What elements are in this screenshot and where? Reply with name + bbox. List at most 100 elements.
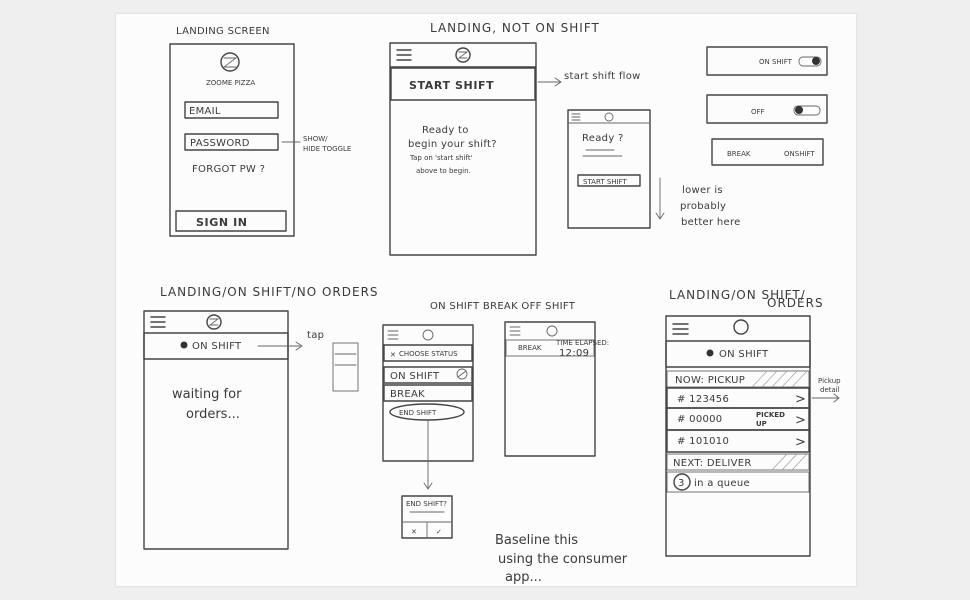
break-phone-frame <box>504 321 596 457</box>
next-deliver-header <box>666 453 810 471</box>
pickup-detail-note-1: Pickup <box>818 377 841 385</box>
lower-note-2: probably <box>680 201 726 212</box>
end-shift-option-label: END SHIFT <box>399 409 437 417</box>
on-shift-toggle[interactable] <box>706 46 828 76</box>
on-shift-option-label: ON SHIFT <box>390 371 440 382</box>
orders-on-shift-label: ON SHIFT <box>719 349 769 360</box>
no-orders-phone-frame <box>143 310 289 550</box>
ready-line-2: begin your shift? <box>408 139 497 150</box>
now-pickup-label: NOW: PICKUP <box>675 375 745 386</box>
break-status-bar[interactable] <box>505 339 595 357</box>
dialog-confirm-icon[interactable]: ✓ <box>436 528 442 536</box>
selected-check-icon <box>456 368 468 380</box>
alt-menu-icon <box>571 113 581 121</box>
end-shift-dialog-title: END SHIFT? <box>406 500 447 508</box>
show-hide-note-1: SHOW/ <box>303 135 328 143</box>
toggle-off-label: OFF <box>751 108 765 116</box>
logo-icon <box>455 47 471 63</box>
footnote-line-1: Baseline this <box>495 533 578 548</box>
menu-icon <box>387 330 399 340</box>
heading-landing-not-on-shift: LANDING, NOT ON SHIFT <box>430 21 600 35</box>
orders-phone-frame <box>665 315 811 557</box>
logo-icon <box>422 329 434 341</box>
sign-in-button[interactable] <box>175 210 287 232</box>
queue-count-badge <box>673 473 691 491</box>
ready-line-3: Tap on 'start shift' <box>409 154 473 162</box>
ready-line-4: above to begin. <box>416 167 471 175</box>
lower-note-3: better here <box>681 217 741 228</box>
queue-text: in a queue <box>694 478 750 489</box>
tap-note: tap <box>307 330 324 341</box>
email-field[interactable] <box>184 101 279 119</box>
picked-up-badge-1: PICKED <box>756 411 785 419</box>
next-deliver-label: NEXT: DELIVER <box>673 458 752 469</box>
sketch-paper <box>116 14 856 586</box>
heading-orders-2: ORDERS <box>767 296 824 310</box>
chevron-right-icon: > <box>795 392 806 407</box>
show-hide-note-2: HIDE TOGGLE <box>303 145 351 153</box>
time-elapsed-value: 12:09 <box>559 348 589 359</box>
status-dot-icon <box>180 341 188 349</box>
pickup-detail-note-2: detail <box>820 386 840 394</box>
alt-start-shift-label: START SHIFT <box>583 178 627 186</box>
order-number: # 00000 <box>677 414 722 425</box>
tap-mini-screen <box>332 342 359 392</box>
queue-count: 3 <box>678 478 685 489</box>
email-placeholder: EMAIL <box>189 106 221 117</box>
heading-orders-1: LANDING/ON SHIFT/ <box>669 288 806 302</box>
waiting-line-1: waiting for <box>172 387 242 402</box>
password-placeholder: PASSWORD <box>190 138 250 149</box>
menu-icon[interactable] <box>672 323 689 335</box>
not-on-shift-phone-frame <box>389 42 537 256</box>
time-elapsed-label: TIME ELAPSED: <box>555 339 609 347</box>
logo-icon <box>206 314 222 330</box>
sign-in-label: SIGN IN <box>196 216 248 229</box>
password-field[interactable] <box>184 133 279 151</box>
end-shift-option[interactable] <box>389 403 465 421</box>
heading-on-shift-no-orders: LANDING/ON SHIFT/NO ORDERS <box>160 285 379 299</box>
menu-icon[interactable] <box>396 49 412 61</box>
chevron-right-icon: > <box>795 413 806 428</box>
queue-row[interactable] <box>666 471 810 493</box>
toggle-on-shift-label: ON SHIFT <box>759 58 793 66</box>
footnote-line-2: using the consumer <box>498 552 628 567</box>
brand-name: ZOOME PIZZA <box>206 79 255 87</box>
alt-logo-icon <box>604 112 614 122</box>
break-label: BREAK <box>518 344 542 352</box>
menu-icon[interactable] <box>150 316 166 328</box>
break-on-shift-toggle[interactable] <box>711 138 824 166</box>
order-number: # 101010 <box>677 436 729 447</box>
alt-ready-title: Ready ? <box>582 133 624 144</box>
break-option-label: BREAK <box>390 389 425 400</box>
picked-up-badge-2: UP <box>756 420 767 428</box>
ready-line-1: Ready to <box>422 125 469 136</box>
close-icon[interactable]: ✕ <box>390 351 396 359</box>
zoome-pizza-logo-icon <box>220 52 240 72</box>
footnote-line-3: app... <box>505 570 542 585</box>
waiting-line-2: orders... <box>186 407 240 422</box>
start-shift-flow-note: start shift flow <box>564 71 641 82</box>
orders-status-bar[interactable] <box>665 340 811 368</box>
dialog-cancel-icon[interactable]: ✕ <box>411 528 417 536</box>
chevron-right-icon: > <box>795 435 806 450</box>
off-toggle[interactable] <box>706 94 828 124</box>
login-phone-frame <box>169 43 295 237</box>
toggle-break-label: BREAK <box>727 150 751 158</box>
logo-icon <box>733 319 749 335</box>
heading-landing-screen: LANDING SCREEN <box>176 26 270 37</box>
alt-ready-phone-frame <box>567 109 651 229</box>
start-shift-button[interactable] <box>390 67 536 101</box>
order-row[interactable] <box>666 429 810 453</box>
choose-status-label: CHOOSE STATUS <box>399 350 458 358</box>
toggle-onshift-label: ONSHIFT <box>784 150 815 158</box>
start-shift-label: START SHIFT <box>409 79 494 92</box>
forgot-password-link[interactable]: FORGOT PW ? <box>192 164 265 175</box>
alt-start-shift-button[interactable] <box>577 174 641 187</box>
on-shift-option[interactable] <box>383 366 473 384</box>
now-pickup-header <box>666 370 810 388</box>
choose-status-header <box>383 344 473 362</box>
status-dot-icon <box>706 349 714 357</box>
break-option[interactable] <box>383 384 473 402</box>
heading-on-break-off: ON SHIFT BREAK OFF SHIFT <box>430 301 576 312</box>
